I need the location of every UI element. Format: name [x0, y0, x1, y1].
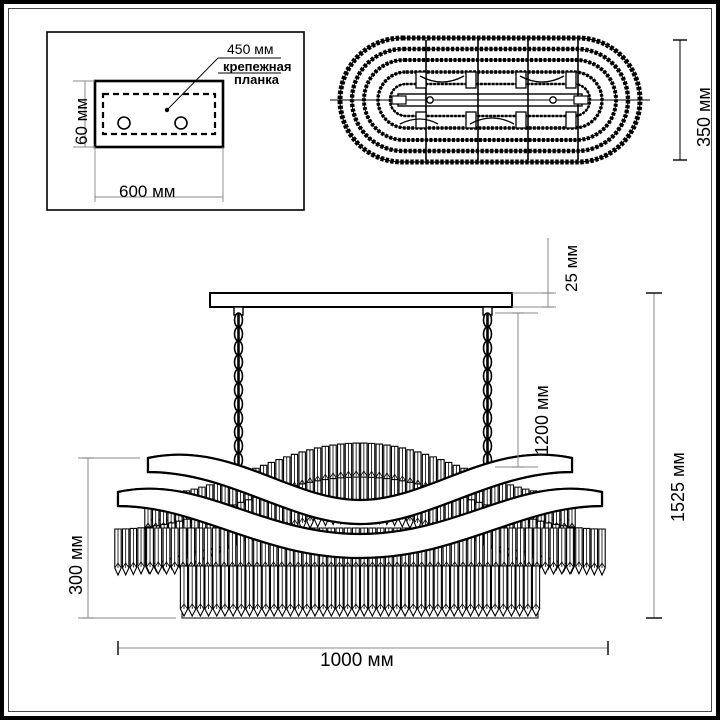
- crystal-prism: [278, 565, 287, 618]
- crystal-prism: [203, 527, 212, 576]
- crystal-prism: [212, 565, 221, 618]
- crystal-prism: [261, 565, 271, 618]
- crystal-prism: [220, 565, 230, 618]
- crystal-prism: [154, 527, 163, 576]
- crystal-prism: [490, 565, 500, 618]
- crystal-prism: [390, 445, 399, 488]
- crystal-prism: [335, 565, 344, 618]
- front-elevation: [78, 238, 662, 655]
- crystal-prism: [549, 527, 558, 576]
- crystal-prism: [351, 565, 361, 618]
- crystal-prism: [367, 442, 376, 485]
- crystal-prism: [392, 565, 401, 618]
- crystal-prism: [359, 565, 369, 618]
- label-plate-width: 600 мм: [119, 182, 176, 201]
- crystal-prism: [228, 565, 238, 618]
- crystal-prism: [146, 527, 154, 576]
- crystal-prism: [441, 565, 451, 618]
- crystal-prism: [204, 565, 213, 618]
- crystal-prism: [294, 565, 303, 618]
- crystal-prism: [376, 565, 385, 618]
- top-view-oval: [330, 35, 687, 165]
- label-mount-caption-1: крепежная: [223, 59, 292, 74]
- crystal-prism: [368, 565, 377, 618]
- dim-chain-drop: [495, 312, 538, 468]
- dim-total-height: [646, 292, 662, 619]
- crystal-prism: [523, 565, 532, 618]
- crystal-prism: [187, 527, 196, 576]
- rail-tier-2: [116, 487, 604, 560]
- crystal-prism: [384, 565, 393, 618]
- crystal-prism: [466, 565, 475, 618]
- crystal-prism: [195, 527, 204, 576]
- crystal-prism: [409, 565, 418, 618]
- crystal-prism: [425, 565, 434, 618]
- crystal-prism: [302, 565, 311, 618]
- dim-width: [117, 641, 609, 655]
- label-plate-inner-span: 450 мм: [227, 41, 274, 57]
- crystal-prism: [598, 528, 606, 577]
- crystal-prism: [344, 442, 353, 485]
- crystal-prism: [269, 565, 279, 618]
- crystal-prism: [114, 528, 122, 577]
- crystal-prism: [541, 527, 550, 576]
- crystal-prism: [400, 565, 410, 618]
- crystal-prism: [458, 565, 467, 618]
- dim-body-height: [78, 457, 176, 619]
- crystal-prism: [531, 565, 541, 618]
- crystal-prism: [566, 527, 574, 576]
- crystal-prism: [383, 444, 391, 487]
- crystal-prism: [319, 565, 328, 618]
- crystal-prism: [406, 449, 414, 492]
- crystal-prism: [414, 451, 422, 494]
- label-mount-caption-2: планка: [234, 72, 279, 87]
- crystal-prism: [482, 565, 492, 618]
- crystal-prism: [137, 527, 145, 576]
- crystal-prism: [507, 565, 516, 618]
- crystal-prism: [129, 527, 138, 576]
- crystal-prism: [237, 565, 246, 618]
- crystal-prism: [286, 565, 295, 618]
- label-width: 1000 мм: [320, 650, 394, 671]
- crystal-prism: [310, 565, 320, 618]
- crystal-prism: [327, 565, 336, 618]
- crystal-prism: [557, 527, 566, 576]
- inner-border: [8, 8, 712, 712]
- crystal-prism: [499, 565, 508, 618]
- crystal-prism: [433, 565, 442, 618]
- crystal-prism: [575, 527, 583, 576]
- crystal-prism: [449, 565, 459, 618]
- dim-canopy-thickness: [512, 238, 556, 308]
- crystal-prism: [417, 565, 426, 618]
- crystal-prism: [245, 565, 254, 618]
- crystal-prism: [162, 527, 171, 576]
- crystal-prism: [188, 565, 197, 618]
- crystal-prism: [515, 565, 524, 618]
- crystal-prism: [343, 565, 352, 618]
- crystal-prism: [253, 565, 262, 618]
- mount-plate-inset: [46, 31, 305, 211]
- prisms-tier-4: [179, 565, 541, 618]
- crystal-prism: [196, 565, 205, 618]
- rail-tier-1: [146, 453, 574, 526]
- crystal-prism: [179, 565, 189, 618]
- crystal-prism: [582, 527, 591, 576]
- crystal-prism: [170, 527, 179, 576]
- crystal-prism: [121, 528, 130, 577]
- crystal-prism: [474, 565, 483, 618]
- crystal-prism: [590, 528, 599, 577]
